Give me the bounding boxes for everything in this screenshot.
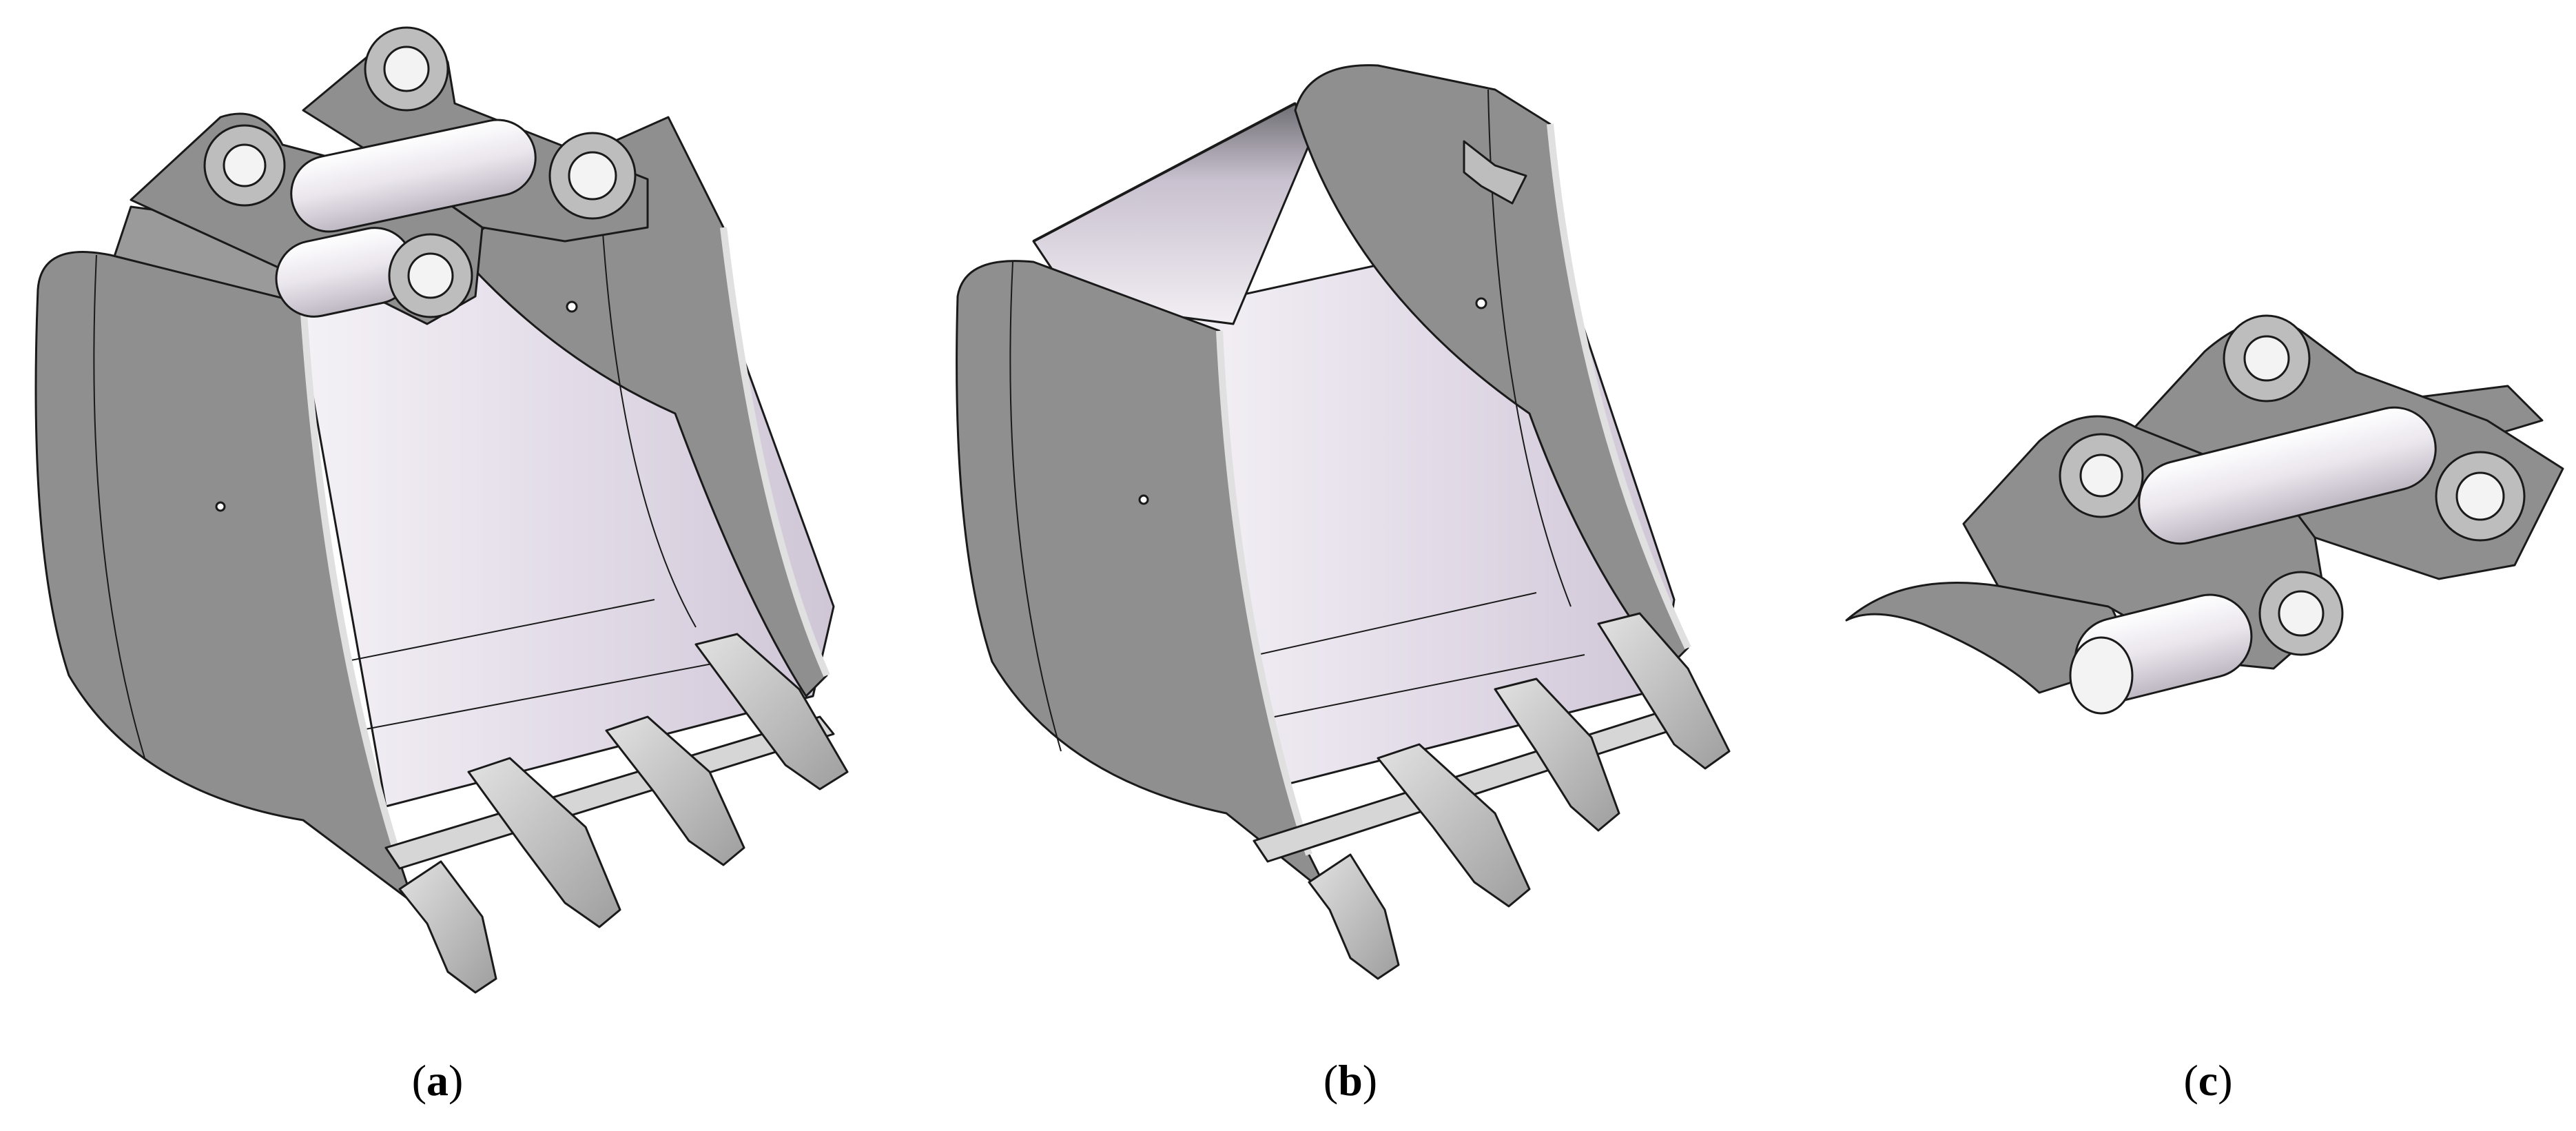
mount-c xyxy=(1845,314,2564,715)
caption-a: (a) xyxy=(411,1056,464,1105)
mount-c-upper-pin xyxy=(2138,406,2437,545)
bucket-b xyxy=(956,64,1731,980)
bucket-a-tooth-2 xyxy=(467,757,621,928)
bucket-a-tooth-4 xyxy=(694,633,849,791)
bucket-a-upper-pin xyxy=(290,119,537,233)
bucket-b-tooth-3 xyxy=(1494,677,1620,832)
caption-c: (c) xyxy=(2183,1056,2233,1105)
bucket-b-teeth xyxy=(1308,612,1731,980)
mount-c-base-strip xyxy=(1845,582,2137,694)
bucket-b-lug xyxy=(1463,140,1527,205)
mount-c-bosses xyxy=(2059,314,2526,656)
bucket-b-tooth-4 xyxy=(1597,612,1731,770)
bucket-b-tooth-1 xyxy=(1308,853,1400,980)
bucket-a-tooth-1 xyxy=(398,860,497,994)
bucket-a xyxy=(34,26,849,994)
bucket-a-bosses xyxy=(203,26,637,318)
bucket-a-teeth xyxy=(398,633,849,994)
caption-b: (b) xyxy=(1323,1056,1378,1105)
bucket-a-tooth-3 xyxy=(605,715,745,866)
bucket-b-tooth-2 xyxy=(1377,743,1531,908)
